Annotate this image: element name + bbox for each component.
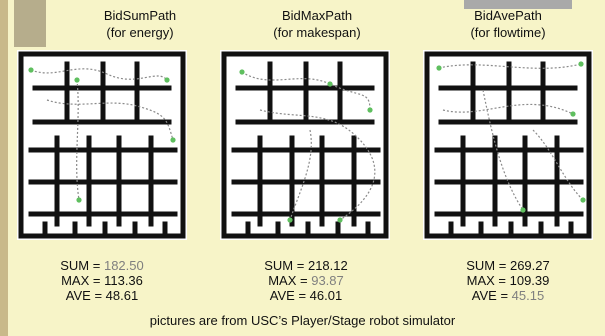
robot-marker	[327, 81, 333, 87]
sum-row: SUM = 269.27	[413, 258, 603, 273]
robot-marker	[287, 217, 293, 223]
title-line-1: BidAvePath	[474, 8, 542, 23]
robot-marker	[164, 77, 170, 83]
title-line-2: (for flowtime)	[470, 25, 546, 40]
sum-value: 218.12	[307, 258, 348, 273]
sum-label: SUM =	[264, 258, 308, 273]
robot-path	[30, 68, 174, 201]
ave-row: AVE = 46.01	[211, 288, 401, 303]
robot-marker	[170, 137, 176, 143]
robot-marker	[239, 69, 245, 75]
sum-value: 182.50	[103, 258, 144, 273]
max-label: MAX =	[61, 273, 105, 288]
max-value: 93.87	[311, 273, 344, 288]
max-row: MAX = 93.87	[211, 273, 401, 288]
robot-path	[438, 63, 584, 211]
robot-marker	[28, 67, 34, 73]
robot-marker	[436, 65, 442, 71]
footer-caption: pictures are from USC’s Player/Stage rob…	[149, 313, 456, 328]
max-row: MAX = 109.39	[413, 273, 603, 288]
robot-marker	[367, 107, 373, 113]
map-bidmaxpath	[220, 50, 390, 240]
robot-marker	[520, 207, 526, 213]
sum-row: SUM = 182.50	[7, 258, 197, 273]
robot-marker	[337, 217, 343, 223]
column-title: BidMaxPath (for makespan)	[222, 7, 412, 43]
ave-label: AVE =	[269, 288, 310, 303]
column-bidavepath: BidAvePath (for flowtime)	[413, 0, 603, 43]
robot-marker	[570, 111, 576, 117]
ave-label: AVE =	[471, 288, 512, 303]
title-line-1: BidMaxPath	[281, 8, 353, 23]
sum-label: SUM =	[60, 258, 104, 273]
ave-row: AVE = 48.61	[7, 288, 197, 303]
left-accent-bar	[0, 0, 8, 336]
max-label: MAX =	[268, 273, 312, 288]
column-title: BidSumPath (for energy)	[45, 7, 235, 43]
stats-bidsumpath: SUM = 182.50 MAX = 113.36 AVE = 48.61	[7, 258, 197, 303]
robot-marker	[74, 77, 80, 83]
ave-row: AVE = 45.15	[413, 288, 603, 303]
ave-value: 48.61	[105, 288, 139, 303]
title-line-2: (for energy)	[106, 25, 174, 40]
max-label: MAX =	[466, 273, 510, 288]
top-tab-decoration	[464, 0, 572, 9]
max-value: 109.39	[509, 273, 550, 288]
column-bidsumpath: BidSumPath (for energy)	[45, 0, 235, 43]
max-row: MAX = 113.36	[7, 273, 197, 288]
max-value: 113.36	[104, 273, 143, 288]
robot-marker	[578, 61, 584, 67]
ave-value: 46.01	[309, 288, 343, 303]
column-bidmaxpath: BidMaxPath (for makespan)	[222, 0, 412, 43]
robot-marker	[580, 197, 586, 203]
map-bidavepath	[423, 50, 593, 240]
column-title: BidAvePath (for flowtime)	[413, 7, 603, 43]
stats-bidavepath: SUM = 269.27 MAX = 109.39 AVE = 45.15	[413, 258, 603, 303]
corner-decoration	[14, 0, 46, 47]
sum-row: SUM = 218.12	[211, 258, 401, 273]
ave-value: 45.15	[511, 288, 545, 303]
sum-label: SUM =	[466, 258, 510, 273]
robot-path	[241, 71, 376, 221]
sum-value: 269.27	[509, 258, 550, 273]
robot-marker	[76, 197, 82, 203]
title-line-1: BidSumPath	[103, 8, 177, 23]
title-line-2: (for makespan)	[273, 25, 361, 40]
ave-label: AVE =	[65, 288, 106, 303]
stats-bidmaxpath: SUM = 218.12 MAX = 93.87 AVE = 46.01	[211, 258, 401, 303]
map-bidsumpath	[17, 50, 187, 240]
